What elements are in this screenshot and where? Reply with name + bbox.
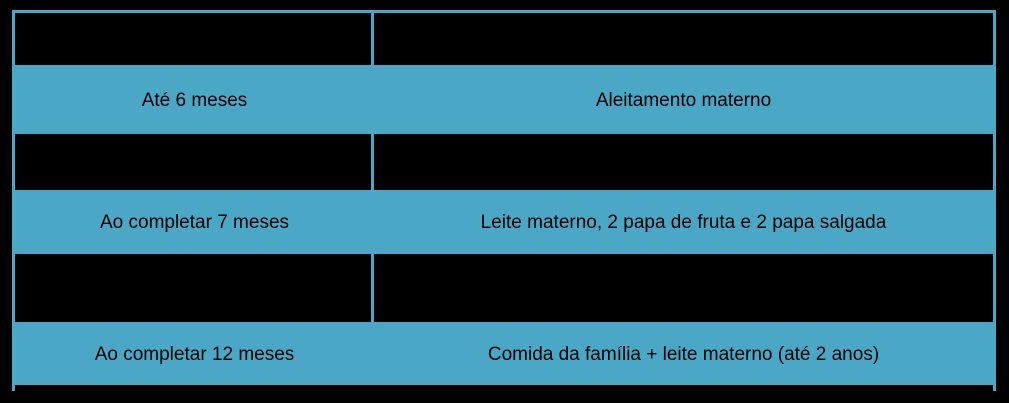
table-row-2-header-cell-age: [15, 134, 374, 190]
table-row-2: Ao completar 7 meses Leite materno, 2 pa…: [15, 193, 993, 254]
table-cell-age-3: Ao completar 12 meses: [15, 325, 374, 385]
table-row-1-header-cell-age: [15, 13, 374, 65]
table-row-2-header-cell-feeding: [374, 134, 993, 190]
table-row-3-header-cell-feeding: [374, 254, 993, 322]
table-row-3: Ao completar 12 meses Comida da família …: [15, 325, 993, 385]
table-cell-age-2: Ao completar 7 meses: [15, 193, 374, 254]
table-row-1-header-cell-feeding: [374, 13, 993, 65]
table-row-3-header-band: [15, 254, 993, 325]
feeding-schedule-table: Até 6 meses Aleitamento materno Ao compl…: [12, 10, 996, 391]
table-cell-feeding-2: Leite materno, 2 papa de fruta e 2 papa …: [374, 193, 993, 254]
table-row-1: Até 6 meses Aleitamento materno: [15, 68, 993, 134]
table-cell-feeding-1-label: Aleitamento materno: [595, 89, 772, 111]
table-cell-feeding-3-label: Comida da família + leite materno (até 2…: [487, 343, 880, 365]
table-cell-age-2-label: Ao completar 7 meses: [99, 212, 290, 234]
table-cell-age-1-label: Até 6 meses: [141, 89, 248, 111]
table-cell-age-1: Até 6 meses: [15, 68, 374, 134]
table-row-2-header-band: [15, 134, 993, 193]
table-cell-feeding-1: Aleitamento materno: [374, 68, 993, 134]
table-cell-feeding-3: Comida da família + leite materno (até 2…: [374, 325, 993, 385]
table-cell-feeding-2-label: Leite materno, 2 papa de fruta e 2 papa …: [480, 212, 887, 234]
table-row-3-header-cell-age: [15, 254, 374, 322]
table-cell-age-3-label: Ao completar 12 meses: [94, 343, 295, 365]
table-row-1-header-band: [15, 13, 993, 68]
